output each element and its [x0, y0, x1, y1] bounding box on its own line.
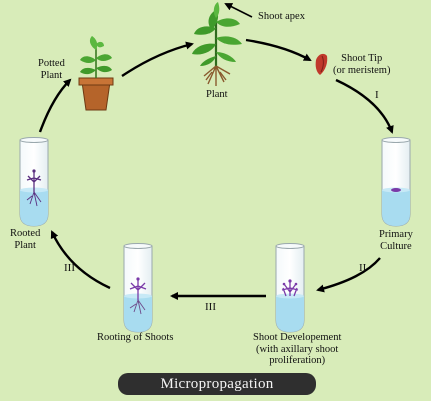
label-shoot-tip-line1: Shoot Tip [341, 53, 383, 64]
arrow-plant-to-tip [245, 38, 312, 62]
plant-illustration [192, 2, 242, 86]
diagram-title: Micropropagation [118, 373, 316, 395]
label-shoot-tip-line2: (or meristem) [333, 64, 391, 76]
label-shoot-development-line3: proliferation) [269, 355, 326, 366]
label-rooted-plant: Rooted Plant [10, 228, 40, 251]
label-rooting-of-shoots: Rooting of Shoots [97, 332, 174, 343]
label-shoot-tip: Shoot Tip (or meristem) [333, 53, 390, 76]
label-shoot-development: Shoot Developement (with axillary shoot … [253, 332, 341, 367]
tube-rooting [123, 243, 153, 333]
numeral-stage-1: I [375, 89, 379, 101]
numeral-stage-2: II [359, 262, 367, 274]
label-primary-culture-line2: Culture [380, 240, 412, 252]
arrow-potted-to-plant [121, 41, 194, 77]
numeral-stage-3-rooting: III [64, 262, 75, 274]
potted-plant-illustration [78, 36, 114, 111]
arrow-culture-to-development [316, 257, 381, 293]
label-potted-plant: Potted Plant [38, 58, 65, 81]
arrow-shoot-apex-pointer [224, 3, 253, 18]
shoot-tip-illustration [315, 53, 328, 75]
arrow-rooting-to-rooted [50, 230, 111, 290]
label-primary-culture-line1: Primary [379, 229, 413, 240]
label-shoot-development-line1: Shoot Developement [253, 332, 342, 343]
label-primary-culture: Primary Culture [379, 229, 413, 252]
label-rooted-plant-line2: Plant [14, 239, 36, 251]
tube-rooted-plant [19, 137, 49, 227]
label-shoot-apex: Shoot apex [258, 11, 305, 22]
label-shoot-development-line2: (with axillary shoot [256, 343, 339, 355]
arrow-rooted-to-potted [38, 78, 72, 133]
arrow-tip-to-culture [335, 78, 394, 134]
numeral-stage-3: III [205, 301, 216, 313]
tube-shoot-development [275, 243, 305, 333]
tube-primary-culture [381, 137, 411, 227]
label-potted-plant-line1: Potted [38, 58, 65, 69]
label-plant: Plant [206, 89, 228, 100]
label-potted-plant-line2: Plant [40, 69, 63, 81]
label-rooted-plant-line1: Rooted [10, 228, 41, 239]
